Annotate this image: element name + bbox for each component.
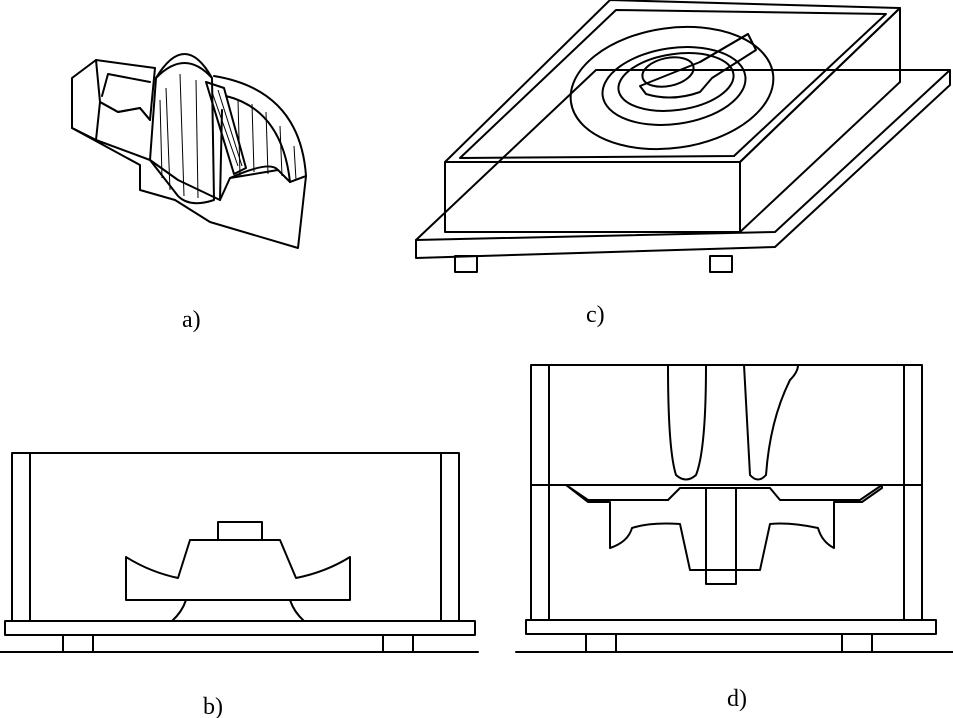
panel-b: b) (0, 452, 479, 718)
core (705, 487, 737, 585)
riser (743, 364, 799, 481)
mold-cavity (565, 484, 883, 571)
molding-sand (29, 452, 442, 622)
bottom-board (415, 69, 951, 259)
support-block (585, 633, 617, 653)
caption-a: a) (182, 307, 201, 333)
support-block (62, 634, 94, 653)
cope-wall-left (530, 364, 550, 486)
drag-wall-right (903, 484, 923, 621)
caption-c: c) (586, 302, 605, 328)
caption-b: b) (203, 694, 223, 718)
flask-wall-right (440, 452, 460, 622)
support-block (709, 255, 733, 273)
support-block (454, 255, 478, 273)
sand-surface (459, 9, 887, 159)
flask (444, 0, 901, 233)
pattern (125, 521, 351, 622)
support-block (382, 634, 414, 653)
cope-sand (548, 364, 905, 486)
bottom-board (4, 620, 476, 636)
drag-wall-left (530, 484, 550, 621)
core-print (217, 521, 263, 541)
drag-sand (548, 484, 905, 621)
cope-wall-right (903, 364, 923, 486)
support-block (841, 633, 873, 653)
flask-wall-left (11, 452, 31, 622)
sprue (667, 364, 707, 481)
panel-c: c) (415, 0, 951, 328)
panel-d: d) (515, 364, 953, 712)
pattern-in-sand (569, 25, 775, 151)
pattern-drawing (71, 53, 307, 249)
panel-a: a) (71, 53, 307, 333)
caption-d: d) (727, 686, 747, 712)
bottom-board (525, 619, 937, 635)
